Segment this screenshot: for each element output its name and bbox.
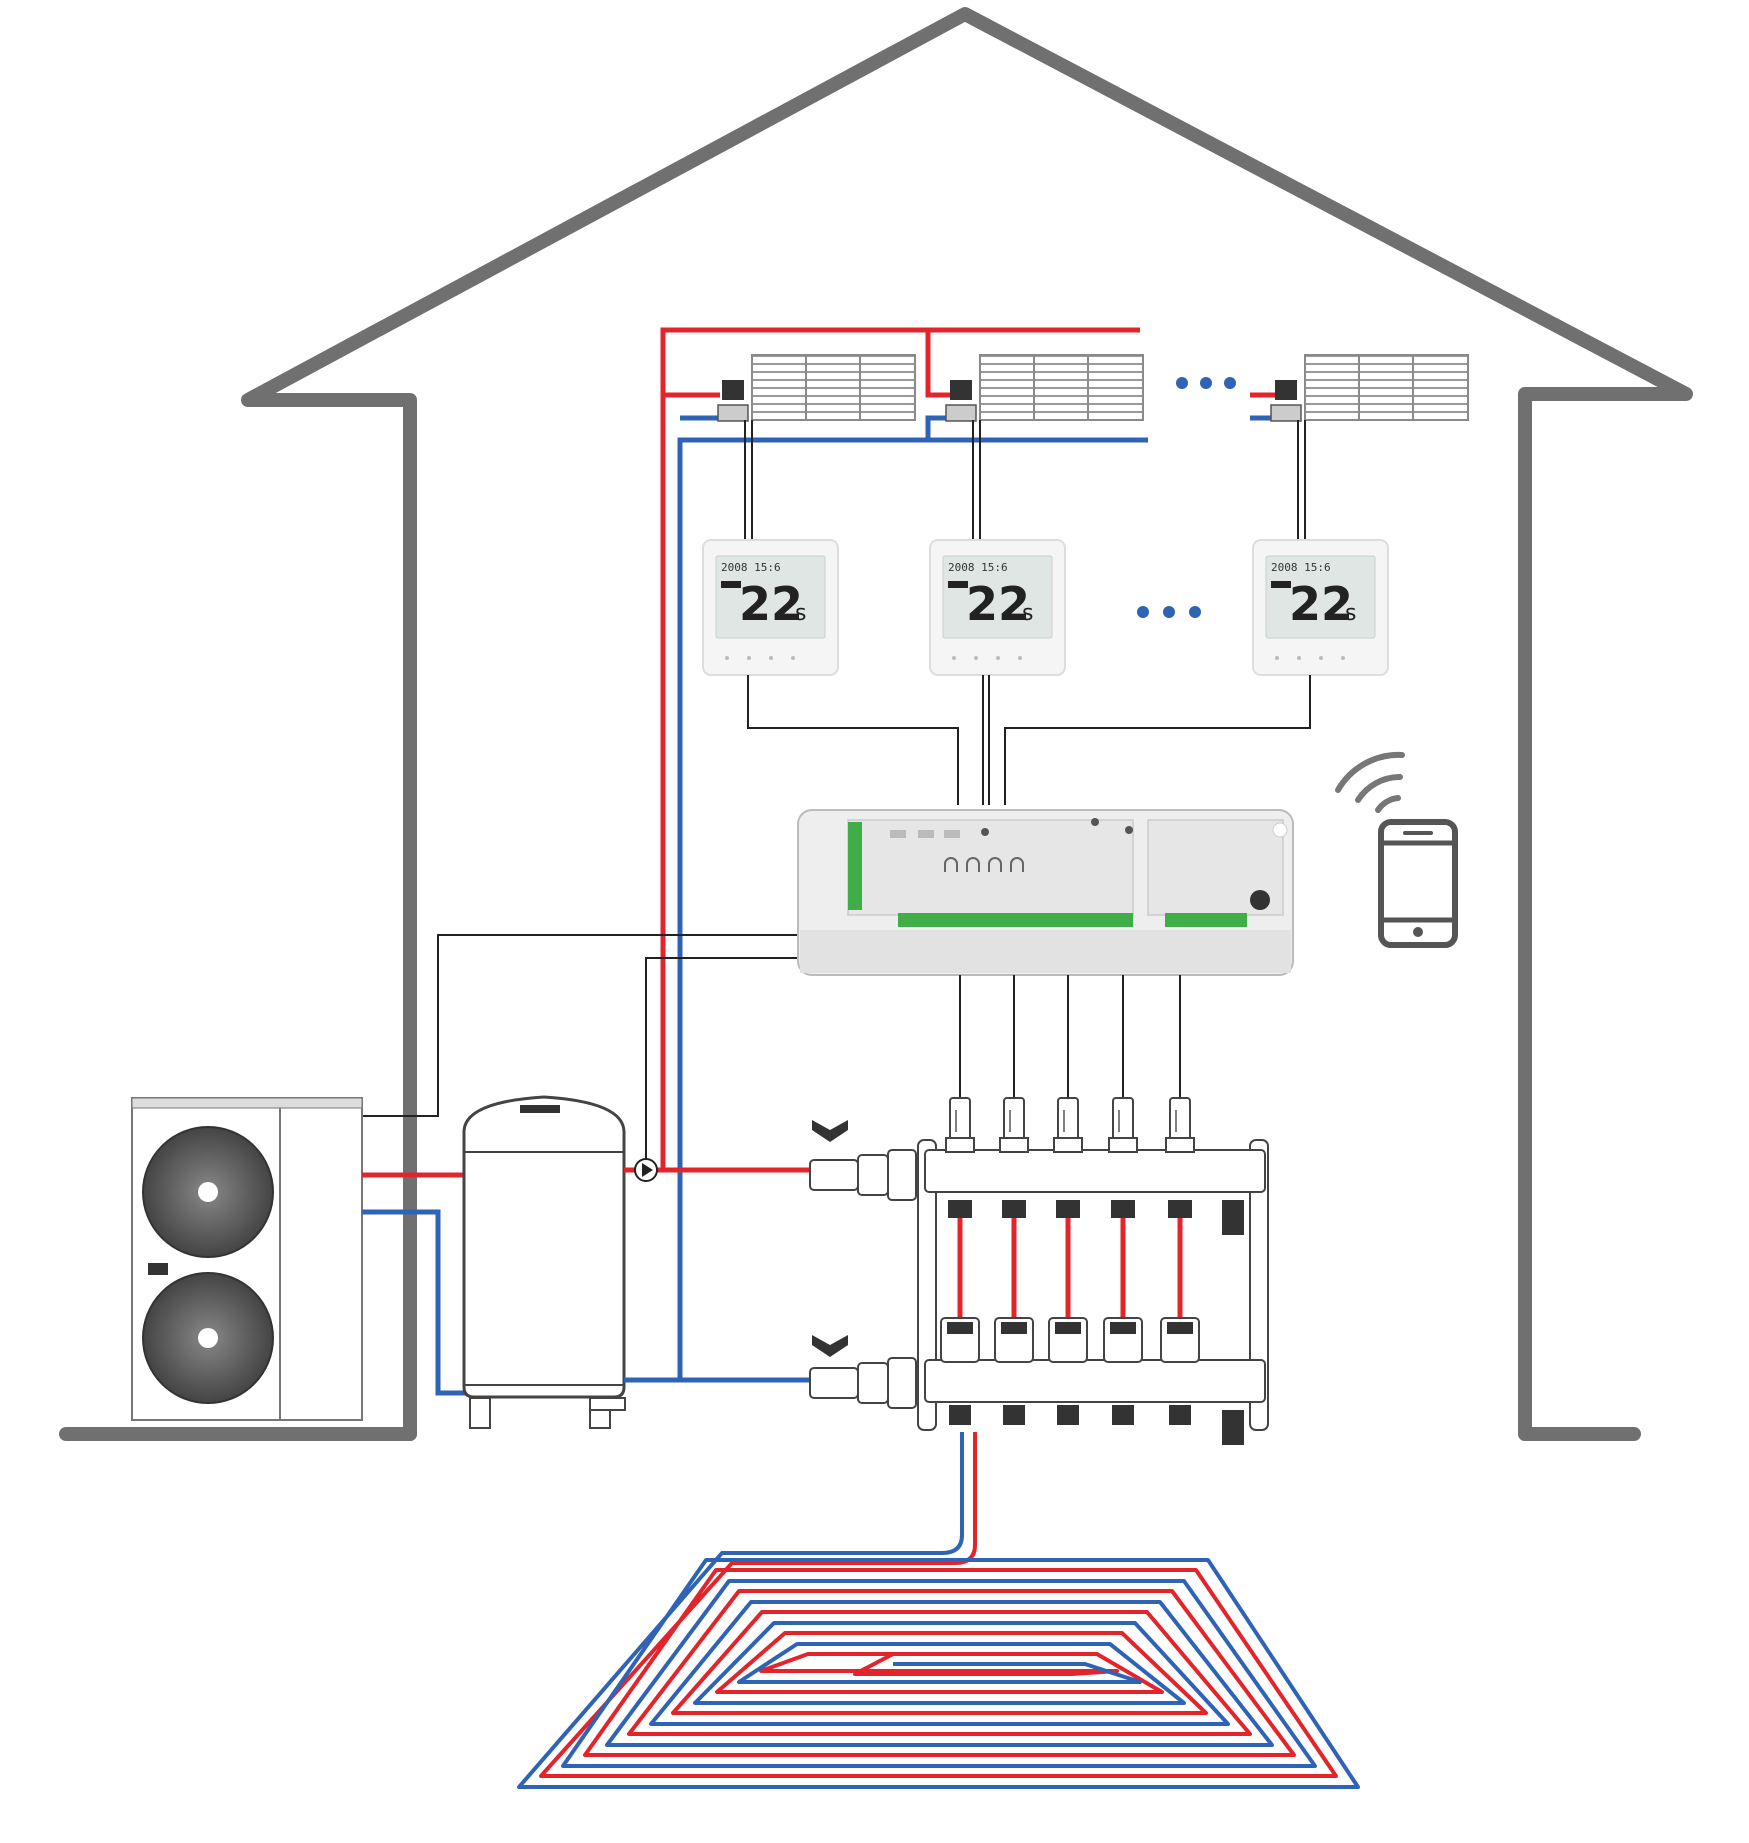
radiator-supply-pipe xyxy=(660,327,1280,1170)
radiator-2 xyxy=(979,354,1144,421)
manifold-loop-2 xyxy=(994,1097,1034,1425)
controller-wires xyxy=(360,934,798,1170)
room-thermostat-2: 2008 15:6 22s xyxy=(929,539,1066,676)
primary-return-pipe xyxy=(362,1209,470,1396)
valve-wires xyxy=(744,420,1306,540)
manifold xyxy=(809,1097,1269,1445)
thermostat-temperature: 22 xyxy=(739,577,803,631)
thermostat-unit: s xyxy=(1022,601,1033,626)
underfloor-heating-loop xyxy=(517,1432,1360,1789)
radiator-valve-1 xyxy=(717,380,749,422)
thermostat-date: 2008 15:6 xyxy=(948,561,1008,574)
wiring-center xyxy=(797,809,1294,976)
circulation-pump-icon xyxy=(634,1158,658,1182)
actuator-wires xyxy=(959,975,1181,1098)
thermostat-mode-bar xyxy=(721,581,741,588)
buffer-tank xyxy=(462,1095,626,1429)
fan-icon-top xyxy=(142,1126,274,1258)
radiator-valve-2 xyxy=(945,380,977,422)
thermostat-temperature: 22 xyxy=(966,577,1030,631)
manifold-loop-5 xyxy=(1160,1097,1200,1425)
manifold-loop-4 xyxy=(1103,1097,1143,1425)
thermostat-unit: s xyxy=(1345,601,1356,626)
manifold-loop-3 xyxy=(1048,1097,1088,1425)
room-thermostat-3: 2008 15:6 22s xyxy=(1252,539,1389,676)
fan-icon-bottom xyxy=(142,1272,274,1404)
thermostat-more-dots xyxy=(1137,606,1201,618)
wifi-signal-icon xyxy=(1335,751,1405,813)
radiator-1 xyxy=(751,354,916,421)
smartphone-icon xyxy=(1378,819,1458,948)
radiator-3 xyxy=(1304,354,1469,421)
thermostat-mode-bar xyxy=(1271,581,1291,588)
manifold-loop-1 xyxy=(940,1097,980,1425)
thermostat-mode-bar xyxy=(948,581,968,588)
heat-pump-unit xyxy=(131,1097,363,1421)
thermostat-wires xyxy=(747,675,1311,805)
thermostat-unit: s xyxy=(795,601,806,626)
thermostat-date: 2008 15:6 xyxy=(721,561,781,574)
radiator-valve-3 xyxy=(1270,380,1302,422)
room-thermostat-1: 2008 15:6 22s xyxy=(702,539,839,676)
thermostat-temperature: 22 xyxy=(1289,577,1353,631)
ball-valve-supply xyxy=(809,1120,917,1201)
house-outline xyxy=(59,7,1693,1441)
thermostat-date: 2008 15:6 xyxy=(1271,561,1331,574)
ball-valve-return xyxy=(809,1335,917,1409)
radiator-more-dots xyxy=(1176,377,1236,389)
